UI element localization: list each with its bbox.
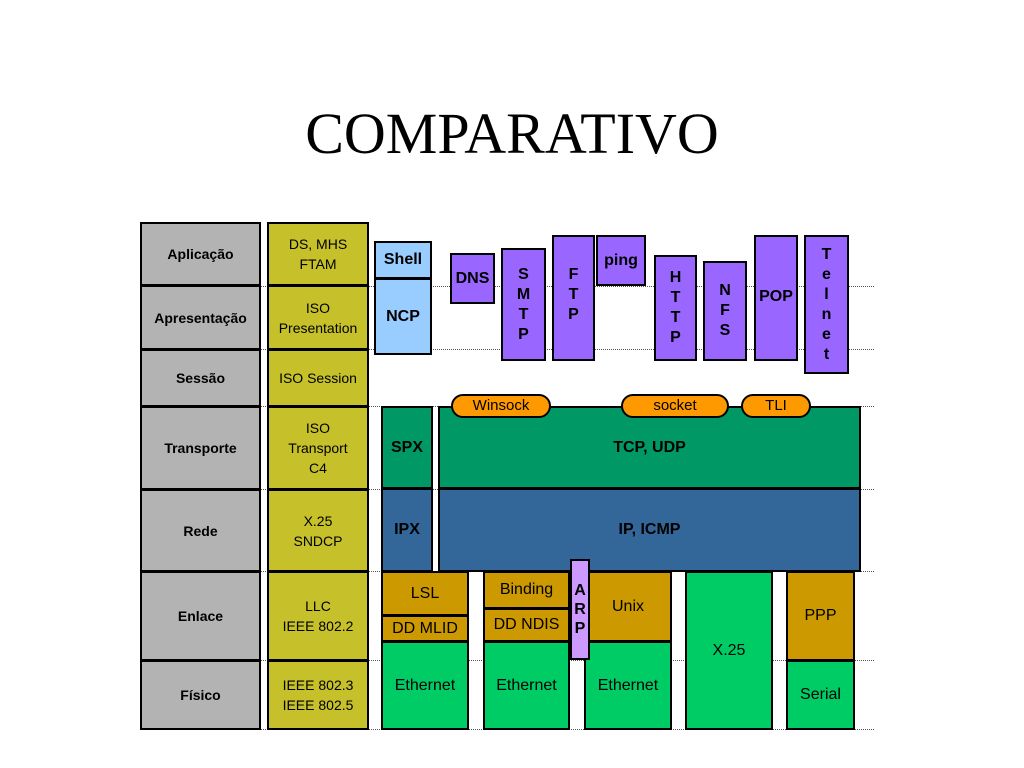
iso-ds-mhs-ftam: DS, MHS FTAM [267,222,369,286]
netware-ncp: NCP [374,278,432,355]
iso-session: ISO Session [267,349,369,407]
interface-socket: socket [621,394,729,418]
osi-layer-rede: Rede [140,489,261,572]
windows-ethernet: Ethernet [483,641,570,730]
x25-link: X.25 [685,571,773,730]
iso-presentation: ISO Presentation [267,285,369,350]
app-dns: DNS [450,253,495,304]
ppp: PPP [786,571,855,661]
iso-llc-8022: LLC IEEE 802.2 [267,571,369,661]
serial: Serial [786,660,855,730]
app-nfs: N F S [703,261,747,361]
unix-ethernet: Ethernet [584,641,672,730]
app-smtp: S M T P [501,248,546,361]
iso-ieee-8023-8025: IEEE 802.3 IEEE 802.5 [267,660,369,730]
iso-transport-c4: ISO Transport C4 [267,406,369,490]
unix-driver: Unix [584,571,672,642]
dd-ndis: DD NDIS [483,608,570,642]
osi-layer-apresentacao: Apresentação [140,285,261,350]
osi-layer-enlace: Enlace [140,571,261,661]
page-title: COMPARATIVO [305,101,719,166]
netware-dd-mlid: DD MLID [381,615,469,642]
netware-lsl: LSL [381,571,469,616]
netware-ethernet: Ethernet [381,641,469,730]
binding: Binding [483,571,570,609]
tcp-udp: TCP, UDP [438,406,861,489]
osi-layer-aplicacao: Aplicação [140,222,261,286]
netware-spx: SPX [381,406,433,489]
osi-layer-transporte: Transporte [140,406,261,490]
app-ftp: F T P [552,235,595,361]
iso-x25-sndcp: X.25 SNDCP [267,489,369,572]
app-telnet: T e l n e t [804,235,849,374]
osi-layer-sessao: Sessão [140,349,261,407]
netware-shell: Shell [374,241,432,279]
ip-icmp: IP, ICMP [438,488,861,572]
interface-winsock: Winsock [451,394,551,418]
arp: A R P [570,559,590,660]
app-pop: POP [754,235,798,361]
netware-ipx: IPX [381,488,433,572]
osi-layer-fisico: Físico [140,660,261,730]
interface-tli: TLI [741,394,811,418]
app-http: H T T P [654,255,697,361]
app-ping: ping [596,235,646,286]
